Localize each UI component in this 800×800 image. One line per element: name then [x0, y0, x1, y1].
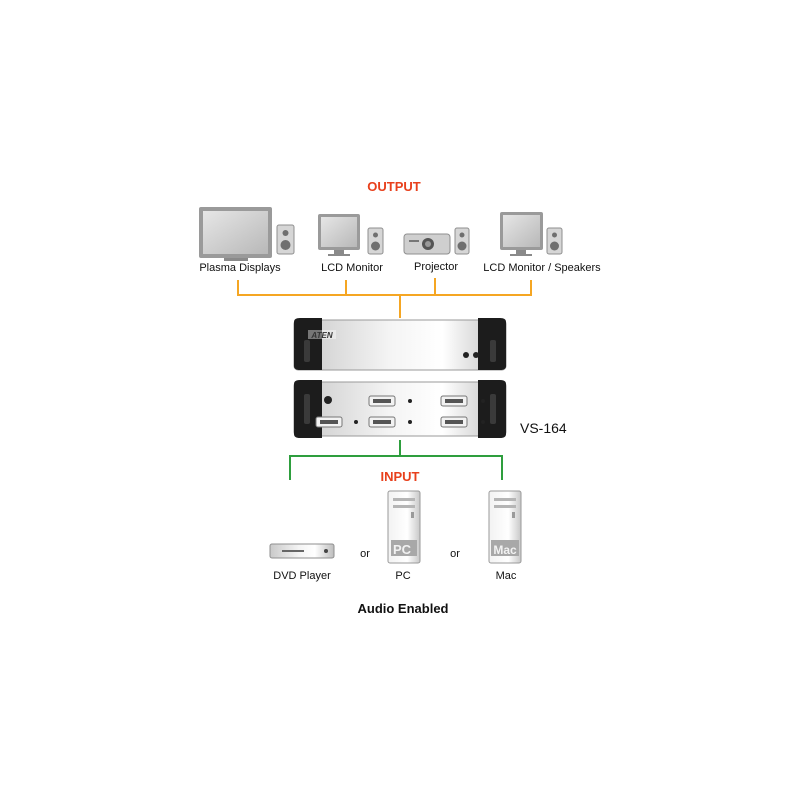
projector-icon — [403, 233, 451, 255]
dvd-player-icon — [269, 543, 335, 559]
caption: Audio Enabled — [357, 601, 449, 616]
audio-jacks — [354, 399, 485, 424]
input-label-mac: Mac — [495, 570, 517, 582]
output-label-plasma-displays: Plasma Displays — [199, 262, 281, 274]
input-heading: INPUT — [380, 469, 420, 484]
dvi-ports — [315, 395, 468, 428]
input-separator-1: or — [360, 548, 370, 560]
output-heading: OUTPUT — [367, 179, 421, 194]
switch-front-panel — [293, 318, 507, 371]
speaker-icon — [367, 227, 384, 255]
output-label-lcd-monitor: LCD Monitor — [321, 262, 383, 274]
input-label-pc: PC — [395, 570, 411, 582]
speaker-icon — [546, 227, 563, 255]
switch-model-label: VS-164 — [520, 420, 567, 436]
speaker-icon — [454, 227, 470, 255]
svg-text:ATEN: ATEN — [310, 331, 332, 340]
mac-tower-icon — [488, 490, 522, 564]
input-connection-lines — [289, 440, 503, 480]
mac-badge: Mac — [493, 543, 517, 557]
input-separator-2: or — [450, 548, 460, 560]
speaker-icon — [276, 224, 295, 255]
lcd-monitor-speakers-icon — [500, 212, 543, 256]
output-label-lcd-monitor-speakers: LCD Monitor / Speakers — [483, 262, 601, 274]
lcd-monitor-icon — [318, 214, 360, 256]
output-label-projector: Projector — [413, 261, 459, 273]
output-connection-lines — [237, 278, 532, 318]
input-label-dvd-player: DVD Player — [273, 570, 331, 582]
pc-tower-icon — [387, 490, 421, 564]
switch-rear-panel — [293, 380, 507, 438]
plasma-display-icon — [199, 207, 272, 261]
pc-badge: PC — [393, 542, 412, 557]
aten-logo: ATEN — [308, 330, 336, 340]
